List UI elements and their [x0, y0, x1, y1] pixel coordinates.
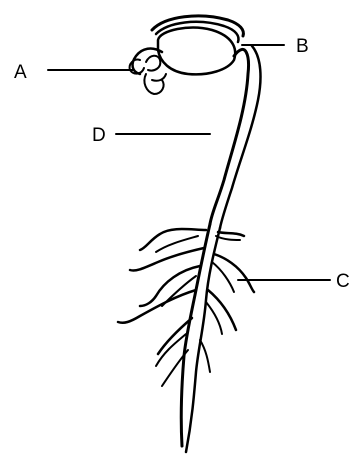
- leader-lines: [48, 45, 330, 280]
- label-a: A: [14, 62, 27, 83]
- cotyledon: [152, 16, 243, 74]
- root-system: [118, 224, 254, 452]
- label-c: C: [336, 271, 350, 292]
- hypocotyl: [210, 46, 260, 228]
- label-b: B: [296, 36, 309, 57]
- label-d: D: [92, 125, 106, 146]
